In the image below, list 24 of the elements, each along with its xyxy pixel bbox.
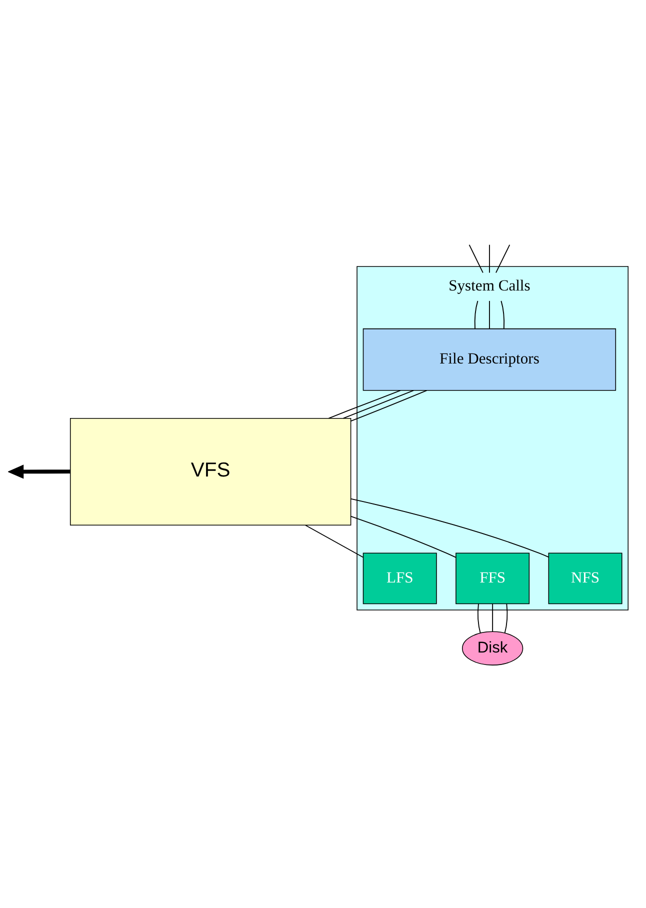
connector [328, 389, 401, 418]
connector [496, 244, 510, 273]
node-box: File Descriptors [362, 328, 616, 390]
node-box: LFS [362, 552, 437, 604]
node-text: System Calls [448, 277, 530, 294]
connector [492, 602, 494, 632]
node-box: FFS [456, 552, 530, 604]
connector [305, 524, 364, 558]
node-box: VFS [70, 418, 352, 525]
node-ellipse: Disk [462, 630, 524, 665]
connector [350, 389, 428, 422]
connector [468, 244, 484, 273]
node-box: NFS [548, 552, 622, 604]
connector [488, 300, 490, 329]
connector [500, 300, 505, 329]
connector [350, 498, 549, 558]
arrow [8, 464, 70, 478]
connector [488, 244, 490, 273]
connector [478, 602, 481, 634]
connector [342, 389, 414, 418]
cluster [356, 266, 628, 610]
connector [474, 300, 478, 329]
connector [350, 515, 456, 558]
connector [504, 602, 508, 634]
